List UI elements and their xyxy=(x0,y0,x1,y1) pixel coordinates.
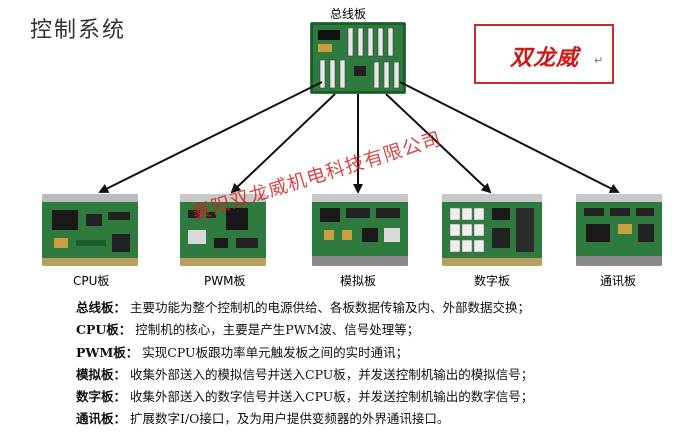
digital-board-image xyxy=(442,194,542,266)
description-text: 控制机的核心，主要是产生PWM波、信号处理等； xyxy=(135,322,420,338)
arrow-to-cpu xyxy=(98,81,323,193)
comm-board-label: 通讯板 xyxy=(600,274,637,288)
brand-box: 双龙威 ↵ xyxy=(474,24,614,84)
description-row: CPU板：控制机的核心，主要是产生PWM波、信号处理等； xyxy=(76,319,676,341)
arrow-to-pwm xyxy=(230,93,336,194)
description-row: 数字板：收集外部送入的数字信号并送入CPU板，并发送控制机输出的数字信号； xyxy=(76,386,676,408)
description-key: PWM板： xyxy=(76,344,139,360)
page-title: 控制系统 xyxy=(30,18,127,43)
comm-board-image xyxy=(576,194,662,266)
description-text: 实现CPU板跟功率单元触发板之间的实时通讯； xyxy=(142,344,409,360)
description-text: 扩展数字I/O接口，及为用户提供变频器的外界通讯接口。 xyxy=(130,411,450,427)
description-row: 通讯板：扩展数字I/O接口，及为用户提供变频器的外界通讯接口。 xyxy=(76,408,676,430)
pwm-board-image xyxy=(180,194,266,266)
arrow-to-comm xyxy=(399,81,620,193)
return-mark-icon: ↵ xyxy=(594,54,604,67)
cpu-board-label: CPU板 xyxy=(73,274,110,288)
arrow-to-digital xyxy=(385,93,492,194)
analog-board-label: 模拟板 xyxy=(340,274,377,288)
description-text: 主要功能为整个控制机的电源供给、各板数据传输及内、外部数据交换； xyxy=(130,300,531,315)
description-key: CPU板： xyxy=(76,322,132,338)
description-text: 收集外部送入的模拟信号并送入CPU板，并发送控制机输出的模拟信号； xyxy=(130,366,534,382)
bus-board-image xyxy=(310,22,406,94)
description-row: 总线板：主要功能为整个控制机的电源供给、各板数据传输及内、外部数据交换； xyxy=(76,297,676,319)
description-row: 模拟板：收集外部送入的模拟信号并送入CPU板，并发送控制机输出的模拟信号； xyxy=(76,364,676,386)
analog-board-image xyxy=(312,194,408,266)
description-row: PWM板：实现CPU板跟功率单元触发板之间的实时通讯； xyxy=(76,342,676,364)
description-key: 通讯板： xyxy=(76,411,127,427)
brand-logo-text: 双龙威 xyxy=(510,45,580,71)
bus-board-label: 总线板 xyxy=(330,7,367,21)
description-text: 收集外部送入的数字信号并送入CPU板，并发送控制机输出的数字信号； xyxy=(130,389,534,405)
description-key: 模拟板： xyxy=(76,366,127,382)
cpu-board-image xyxy=(42,194,138,266)
pwm-board-label: PWM板 xyxy=(204,274,246,288)
digital-board-label: 数字板 xyxy=(474,274,511,288)
description-key: 总线板： xyxy=(76,300,127,315)
description-key: 数字板： xyxy=(76,389,127,405)
board-descriptions: 总线板：主要功能为整个控制机的电源供给、各板数据传输及内、外部数据交换； CPU… xyxy=(76,297,676,431)
